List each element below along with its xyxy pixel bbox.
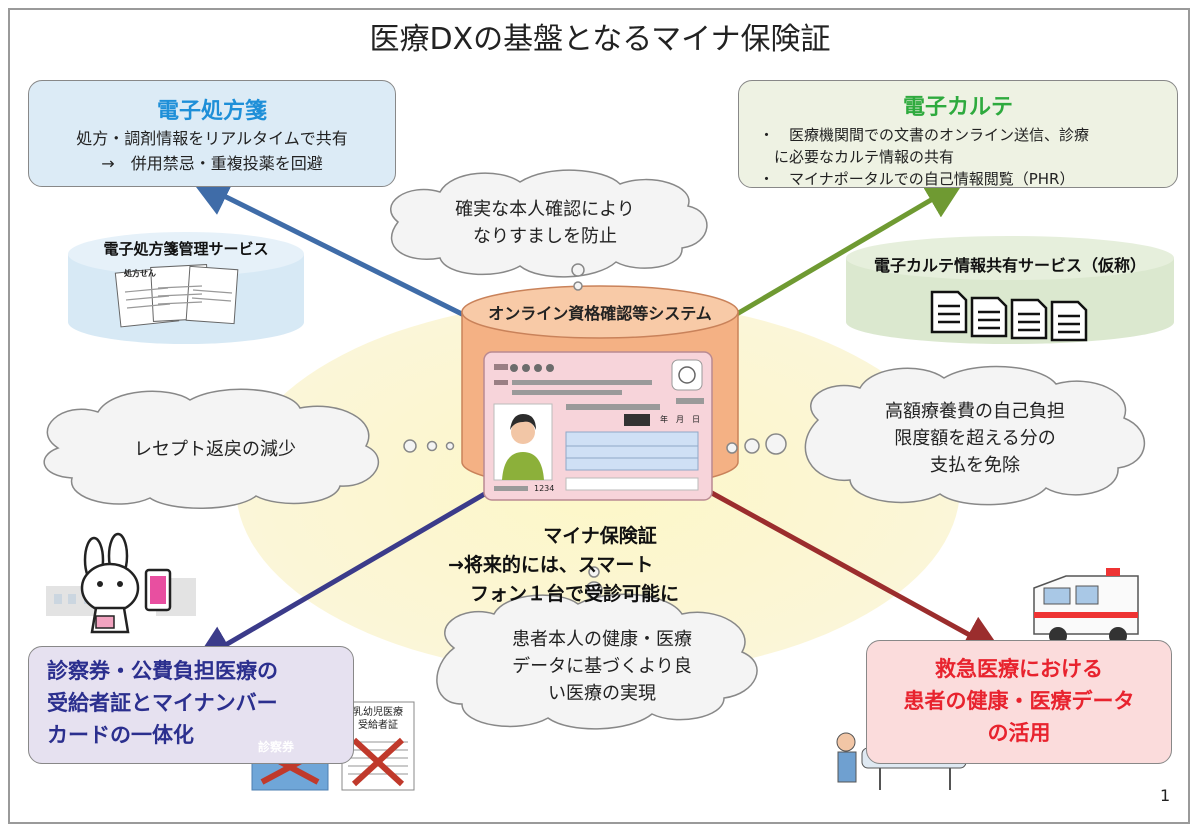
consultation-card-label: 診察券 <box>258 740 295 754</box>
arrow-to-emergency <box>708 489 1004 654</box>
karte-service-label: 電子カルテ情報共有サービス（仮称） <box>873 256 1146 275</box>
emergency-line-1: 救急医療における <box>935 657 1103 681</box>
slide-frame <box>8 8 1190 824</box>
cloud-identity <box>390 169 708 291</box>
integration-line-3: カードの一体化 <box>47 723 194 747</box>
emergency-line-2: 患者の健康・医療データ <box>903 689 1135 713</box>
system-label: オンライン資格確認等システム <box>488 304 712 323</box>
cloud-high-cost <box>726 365 1145 506</box>
recipient-card-label-2: 受給者証 <box>358 720 398 731</box>
cloud-receipt-text: レセプト返戻の減少 <box>80 436 350 463</box>
karte-line-2: に必要なカルテ情報の共有 <box>759 148 955 166</box>
my-number-card <box>483 351 713 501</box>
prescription-service-label: 電子処方箋管理サービス <box>103 240 269 258</box>
integration-line-2: 受給者証とマイナンバー <box>47 691 278 715</box>
karte-title: 電子カルテ <box>902 95 1013 120</box>
arrow-to-prescription <box>190 178 472 321</box>
card-caption: マイナ保険証 →将来的には、スマート フォン１台で受診可能に <box>420 522 780 609</box>
cloud-high-cost-line-1: 高額療養費の自己負担 <box>885 401 1065 422</box>
integration-box: 診察券・公費負担医療の 受給者証とマイナンバー カードの一体化 <box>28 646 354 764</box>
cloud-health-data-line-2: データに基づくより良 <box>512 656 692 677</box>
prescription-sheets-icon <box>114 264 239 328</box>
card-caption-line-1: マイナ保険証 <box>543 525 657 547</box>
mascot-illustration <box>46 532 196 634</box>
page-number: 1 <box>1160 786 1171 805</box>
prescription-sheet-label: 処方せん <box>124 269 156 278</box>
slide-title: 医療DXの基盤となるマイナ保険証 <box>369 22 831 57</box>
integration-title: 診察券・公費負担医療の 受給者証とマイナンバー カードの一体化 <box>29 647 353 751</box>
card-caption-line-3: フォン１台で受診可能に <box>470 583 680 605</box>
cloud-high-cost-line-3: 支払を免除 <box>930 455 1020 476</box>
emergency-line-3: の活用 <box>987 721 1051 745</box>
card-number: 1234 <box>534 484 555 493</box>
prescription-line-1: 処方・調剤情報をリアルタイムで共有 <box>76 129 348 148</box>
card-caption-line-2: →将来的には、スマート <box>448 554 654 576</box>
karte-service-cylinder <box>846 236 1174 344</box>
recipient-card-icon <box>341 701 415 791</box>
integration-line-1: 診察券・公費負担医療の <box>47 659 278 683</box>
prescription-title: 電子処方箋 <box>156 99 267 124</box>
cloud-health-data-line-3: い医療の実現 <box>548 683 656 704</box>
prescription-service-cylinder <box>68 232 304 344</box>
emergency-title: 救急医療における 患者の健康・医療データ の活用 <box>867 641 1171 749</box>
arrow-to-integration <box>192 489 490 665</box>
cloud-identity-line-2: なりすましを防止 <box>473 226 617 247</box>
cloud-identity-text: 確実な本人確認により なりすましを防止 <box>430 196 660 250</box>
karte-box: 電子カルテ ・ 医療機関間での文書のオンライン送信、診療 に必要なカルテ情報の共… <box>738 80 1178 188</box>
arrow-to-karte <box>728 179 966 321</box>
cloud-health-data-line-1: 患者本人の健康・医療 <box>512 629 692 650</box>
prescription-box: 電子処方箋 処方・調剤情報をリアルタイムで共有 → 併用禁忌・重複投薬を回避 <box>28 80 396 187</box>
prescription-line-2: → 併用禁忌・重複投薬を回避 <box>101 154 323 173</box>
cloud-high-cost-text: 高額療養費の自己負担 限度額を超える分の 支払を免除 <box>840 398 1110 479</box>
cloud-receipt <box>43 388 455 509</box>
cloud-health-data-text: 患者本人の健康・医療 データに基づくより良 い医療の実現 <box>472 626 732 707</box>
recipient-card-label-1: 乳幼児医療 <box>353 707 403 718</box>
ambulance-icon <box>1033 568 1139 645</box>
karte-line-1: ・ 医療機関間での文書のオンライン送信、診療 <box>759 126 1090 144</box>
card-date: 年 月 日 <box>660 415 700 424</box>
cloud-high-cost-line-2: 限度額を超える分の <box>894 428 1056 449</box>
cloud-identity-line-1: 確実な本人確認により <box>455 199 635 220</box>
emergency-box: 救急医療における 患者の健康・医療データ の活用 <box>866 640 1172 764</box>
cloud-health-data <box>436 566 758 730</box>
recipient-card-label: 乳幼児医療 受給者証 <box>344 706 412 732</box>
document-icons <box>930 290 1088 342</box>
karte-line-3: ・ マイナポータルでの自己情報閲覧（PHR） <box>759 170 1075 188</box>
cloud-receipt-line-1: レセプト返戻の減少 <box>134 439 296 460</box>
